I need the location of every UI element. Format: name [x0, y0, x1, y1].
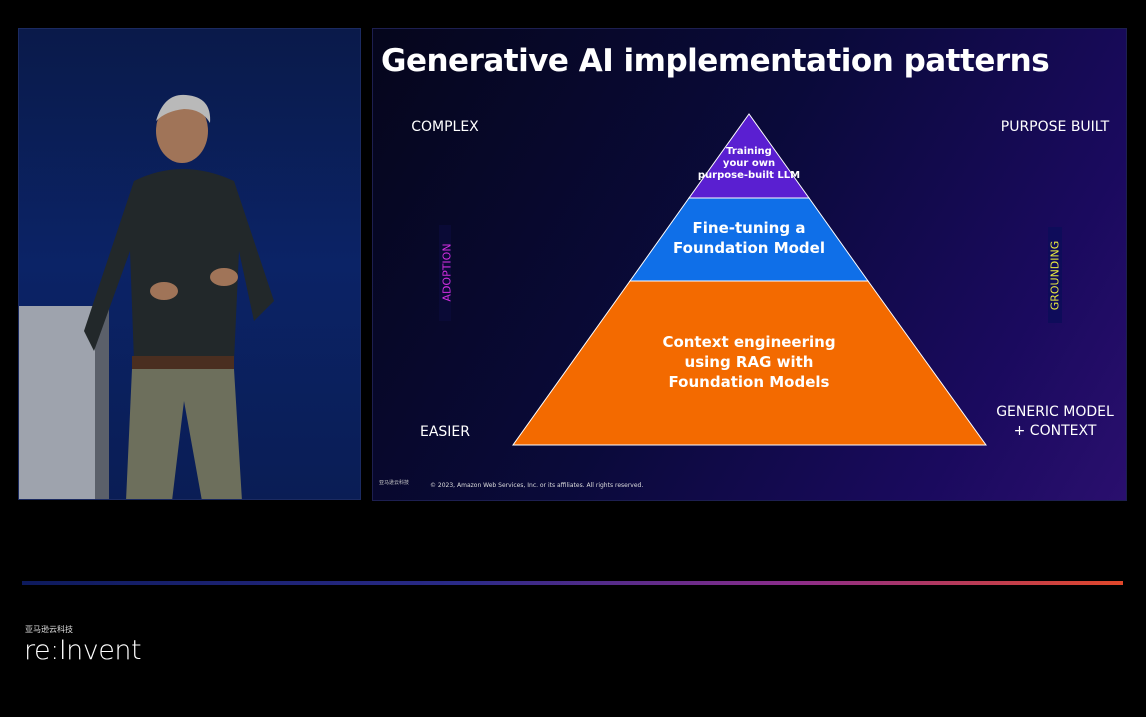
slide-graphics: [439, 113, 1062, 446]
pyramid-top-line: purpose-built LLM: [697, 170, 801, 181]
pyramid-bottom-text: Context engineering using RAG with Found…: [629, 332, 869, 392]
brand-cn-text: 亚马逊云科技: [25, 625, 73, 634]
reinvent-logo: re:Invent: [24, 635, 142, 666]
presentation-slide: Generative AI implementation patterns CO…: [372, 28, 1127, 501]
pyramid-top-line: your own: [722, 158, 776, 169]
grounding-axis-label: GROUNDING: [1048, 240, 1062, 311]
pyramid-bottom-line: Foundation Models: [668, 373, 830, 391]
copyright-text: © 2023, Amazon Web Services, Inc. or its…: [430, 482, 644, 489]
pyramid-top-text: Training your own purpose-built LLM: [689, 146, 809, 182]
pyramid-middle-line: Foundation Model: [673, 239, 825, 257]
left-axis-top-label: COMPLEX: [411, 119, 479, 135]
right-axis-bottom-line2: + CONTEXT: [1013, 423, 1097, 439]
speaker-figure: [84, 94, 274, 499]
podium-side: [95, 306, 109, 499]
pyramid-bottom-line: using RAG with: [684, 353, 814, 371]
right-axis-bottom-label: GENERIC MODEL + CONTEXT: [985, 403, 1125, 441]
podium: [19, 306, 95, 499]
gradient-divider: [22, 581, 1123, 585]
pyramid-top-line: Training: [726, 146, 772, 157]
pyramid-bottom-line: Context engineering: [662, 333, 836, 351]
adoption-axis-label: ADOPTION: [440, 243, 454, 302]
left-axis-bottom-label: EASIER: [419, 424, 470, 440]
pyramid-tier-bottom: [512, 280, 987, 446]
slide-title: Generative AI implementation patterns: [381, 43, 1050, 79]
right-axis-top-label: PURPOSE BUILT: [1000, 119, 1110, 135]
pyramid-middle-text: Fine-tuning a Foundation Model: [649, 218, 849, 258]
speaker-video: [18, 28, 361, 500]
right-axis-bottom-line1: GENERIC MODEL: [996, 404, 1114, 420]
aws-logo: 亚马逊云科技: [379, 480, 410, 486]
pyramid-middle-line: Fine-tuning a: [692, 219, 806, 237]
